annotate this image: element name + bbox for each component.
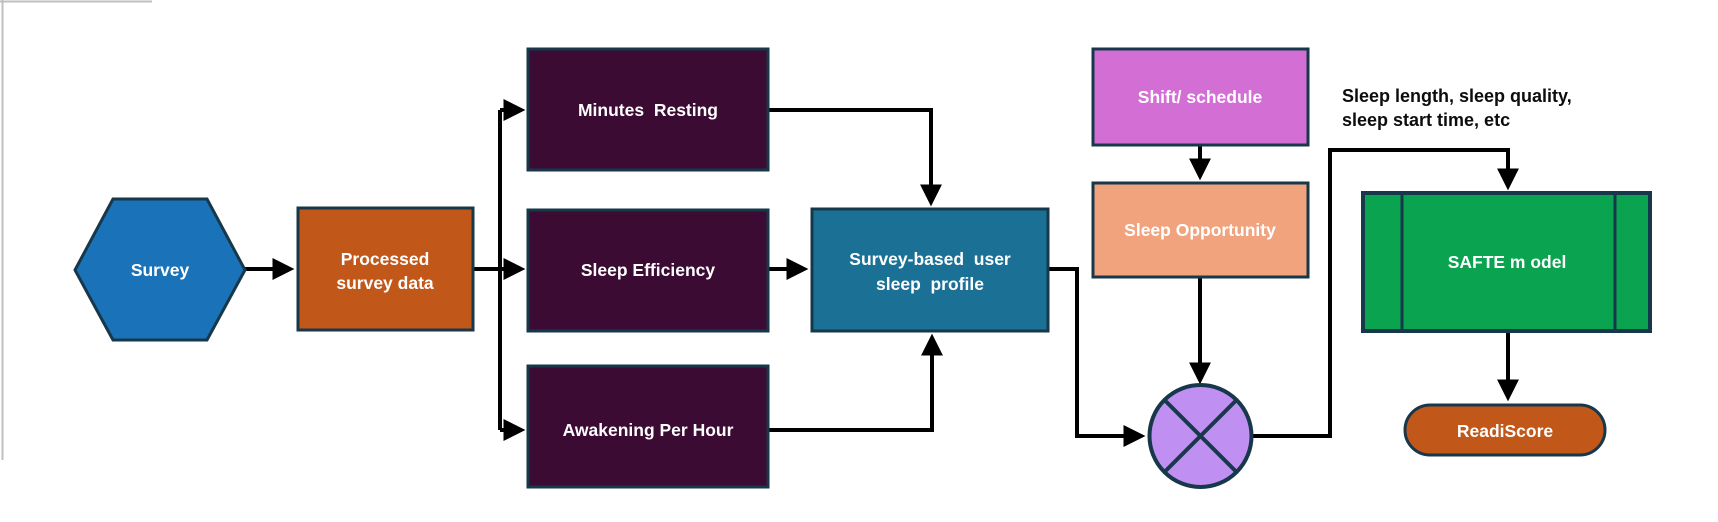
multiply-junction [1147, 383, 1254, 489]
awakening-per-hour-box [526, 364, 770, 489]
arrow-minutes-to-profile [768, 108, 942, 207]
page-border-lines [0, 0, 152, 460]
minutes-resting-box [526, 47, 770, 172]
sleep-profile-label-line1: Survey-based user [849, 249, 1011, 269]
arrow-awakening-to-profile [768, 333, 943, 432]
sleep-opportunity-box [1091, 181, 1310, 279]
survey-label: Survey [131, 260, 190, 280]
connectors [245, 99, 1519, 447]
shift-schedule-label: Shift/ schedule [1138, 87, 1263, 107]
multiply-x-line-2 [1163, 398, 1238, 474]
arrow-junction-to-safte [1252, 148, 1519, 438]
awakening-per-hour-label: Awakening Per Hour [563, 420, 734, 440]
sleep-profile-box [810, 207, 1050, 333]
minutes-resting-label: Minutes Resting [578, 100, 718, 120]
processed-survey-data-box [296, 206, 475, 332]
safte-model-label: SAFTE m odel [1448, 252, 1567, 272]
readiscore-pill [1403, 403, 1607, 457]
arrow-profile-to-junction [1048, 267, 1146, 447]
processed-label-line2: survey data [336, 273, 434, 293]
branch-trunk-line [473, 110, 502, 430]
sleep-opportunity-label: Sleep Opportunity [1124, 220, 1276, 240]
safte-model-node [1361, 191, 1652, 333]
shift-schedule-box [1091, 47, 1310, 147]
sleep-attributes-annotation-line1: Sleep length, sleep quality, [1342, 86, 1572, 106]
sleep-attributes-annotation-line2: sleep start time, etc [1342, 110, 1510, 130]
readiscore-label: ReadiScore [1457, 421, 1554, 441]
sleep-profile-label-line2: sleep profile [876, 274, 984, 294]
processed-label-line1: Processed [341, 249, 430, 269]
safte-model-box [1361, 191, 1652, 333]
sleep-efficiency-box [526, 208, 770, 333]
survey-hexagon [73, 197, 247, 342]
sleep-efficiency-label: Sleep Efficiency [581, 260, 715, 280]
